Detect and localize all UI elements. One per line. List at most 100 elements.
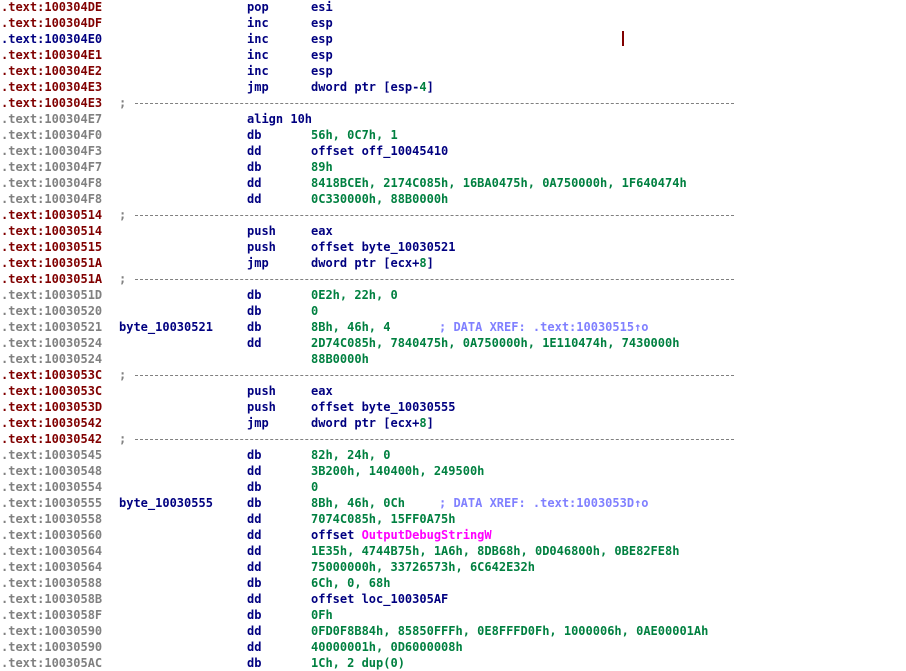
operands[interactable]: 40000001h, 0D6000008h	[311, 639, 463, 655]
line-address[interactable]: .text:100304E2	[1, 64, 103, 78]
xref-comment[interactable]: ; DATA XREF: .text:10030515↑o	[439, 320, 649, 334]
operands[interactable]: 1Ch, 2 dup(0)	[311, 655, 405, 671]
line-address[interactable]: .text:1003051A	[1, 256, 103, 270]
operand-text[interactable]: esp	[311, 16, 333, 30]
line-address[interactable]: .text:10030555	[1, 496, 103, 510]
mnemonic[interactable]: db	[247, 128, 262, 142]
mnemonic[interactable]: dd	[247, 592, 262, 606]
operand-text[interactable]: offset byte_10030555	[311, 400, 456, 414]
operands[interactable]: 89h	[311, 159, 333, 175]
operands[interactable]: 88B0000h	[311, 351, 369, 367]
mnemonic[interactable]: dd	[247, 640, 262, 654]
line-address[interactable]: .text:100304F8	[1, 176, 103, 190]
operands[interactable]: 2D74C085h, 7840475h, 0A750000h, 1E110474…	[311, 335, 679, 351]
operands[interactable]: esp	[311, 15, 333, 31]
separator-line[interactable]: .text:100304E3;	[0, 95, 906, 111]
mnemonic[interactable]: jmp	[247, 256, 269, 270]
operand-text[interactable]: dword ptr [esp-	[311, 80, 420, 94]
listing-line[interactable]: .text:100304E2 inc esp	[0, 63, 906, 79]
mnemonic[interactable]: dd	[247, 512, 262, 526]
separator-line[interactable]: .text:1003053C;	[0, 367, 906, 383]
mnemonic[interactable]: inc	[247, 64, 269, 78]
operands[interactable]: 0	[311, 303, 318, 319]
import-name[interactable]: OutputDebugStringW	[361, 528, 492, 542]
operands[interactable]: offset OutputDebugStringW	[311, 527, 492, 543]
line-address[interactable]: .text:1003051D	[1, 288, 103, 302]
mnemonic[interactable]: dd	[247, 464, 262, 478]
operands[interactable]: dword ptr [ecx+8]	[311, 255, 434, 271]
operand-text[interactable]: dword ptr [ecx+	[311, 256, 420, 270]
operands[interactable]: 7074C085h, 15FF0A75h	[311, 511, 456, 527]
mnemonic[interactable]: push	[247, 240, 276, 254]
listing-line[interactable]: .text:10030524 88B0000h	[0, 351, 906, 367]
line-address[interactable]: .text:10030545	[1, 448, 103, 462]
operands[interactable]: 0C330000h, 88B0000h	[311, 191, 448, 207]
mnemonic[interactable]: inc	[247, 16, 269, 30]
mnemonic[interactable]: push	[247, 224, 276, 238]
line-address[interactable]: .text:1003053C	[1, 384, 103, 398]
operands[interactable]: 3B200h, 140400h, 249500h	[311, 463, 484, 479]
operand-text[interactable]: ]	[426, 416, 434, 430]
listing-line[interactable]: .text:1003051A jmp dword ptr [ecx+8]	[0, 255, 906, 271]
mnemonic[interactable]: db	[247, 480, 262, 494]
line-address[interactable]: .text:10030542	[1, 432, 103, 446]
operand-text[interactable]: eax	[311, 384, 333, 398]
separator-line[interactable]: .text:10030514;	[0, 207, 906, 223]
mnemonic[interactable]: push	[247, 384, 276, 398]
line-address[interactable]: .text:10030521	[1, 320, 103, 334]
mnemonic[interactable]: db	[247, 496, 262, 510]
mnemonic[interactable]: dd	[247, 560, 262, 574]
operand-text[interactable]: eax	[311, 224, 333, 238]
operands[interactable]: offset byte_10030521	[311, 239, 456, 255]
line-address[interactable]: .text:10030590	[1, 624, 103, 638]
operands[interactable]: 6Ch, 0, 68h	[311, 575, 390, 591]
separator-line[interactable]: .text:10030542;	[0, 431, 906, 447]
mnemonic[interactable]: db	[247, 304, 262, 318]
operand-text[interactable]: dword ptr [ecx+	[311, 416, 420, 430]
mnemonic[interactable]: inc	[247, 48, 269, 62]
line-address[interactable]: .text:10030524	[1, 352, 103, 366]
mnemonic[interactable]: db	[247, 320, 262, 334]
line-address[interactable]: .text:10030560	[1, 528, 103, 542]
line-address[interactable]: .text:10030548	[1, 464, 103, 478]
operands[interactable]: 0FD0F8B84h, 85850FFFh, 0E8FFFD0Fh, 10000…	[311, 623, 708, 639]
mnemonic[interactable]: db	[247, 448, 262, 462]
mnemonic[interactable]: db	[247, 656, 262, 670]
listing-line[interactable]: .text:10030548 dd 3B200h, 140400h, 249500h	[0, 463, 906, 479]
line-address[interactable]: .text:100304DF	[1, 16, 103, 30]
operands[interactable]: offset loc_100305AF	[311, 591, 448, 607]
mnemonic[interactable]: dd	[247, 624, 262, 638]
line-address[interactable]: .text:10030590	[1, 640, 103, 654]
listing-line[interactable]: .text:10030590 dd 0FD0F8B84h, 85850FFFh, 0…	[0, 623, 906, 639]
operands[interactable]: offset off_10045410	[311, 143, 448, 159]
mnemonic[interactable]: db	[247, 160, 262, 174]
operands[interactable]: 0Fh	[311, 607, 333, 623]
operands[interactable]: esp	[311, 31, 333, 47]
operand-text[interactable]: offset	[311, 528, 362, 542]
line-address[interactable]: .text:100304E1	[1, 48, 103, 62]
line-address[interactable]: .text:100304E3	[1, 80, 103, 94]
operands[interactable]: dword ptr [esp-4]	[311, 79, 434, 95]
mnemonic[interactable]: dd	[247, 544, 262, 558]
mnemonic[interactable]: db	[247, 288, 262, 302]
operands[interactable]: esp	[311, 47, 333, 63]
operands[interactable]: eax	[311, 383, 333, 399]
mnemonic[interactable]: dd	[247, 192, 262, 206]
line-address[interactable]: .text:10030564	[1, 544, 103, 558]
mnemonic[interactable]: dd	[247, 336, 262, 350]
line-address[interactable]: .text:1003051A	[1, 272, 103, 286]
line-address[interactable]: .text:100304F3	[1, 144, 103, 158]
operands[interactable]: esp	[311, 63, 333, 79]
